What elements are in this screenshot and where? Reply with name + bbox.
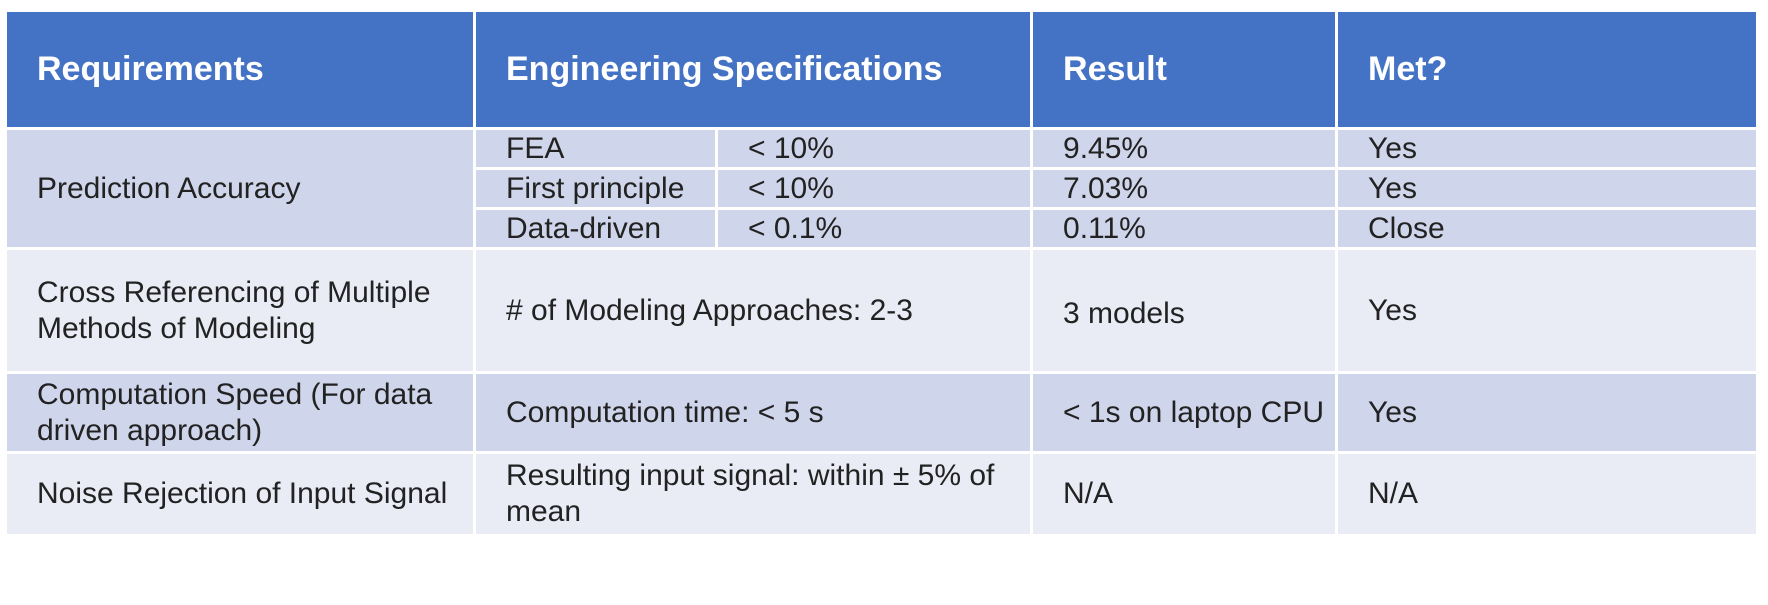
spec-cell: # of Modeling Approaches: 2-3 xyxy=(472,247,1034,374)
requirement-cell: Prediction Accuracy xyxy=(4,127,476,250)
met-cell: Yes xyxy=(1335,371,1760,454)
table-row: Prediction Accuracy FEA < 10% 9.45% Yes xyxy=(4,127,1760,250)
spec-cell: < 10% xyxy=(714,167,1034,210)
header-engineering-specifications: Engineering Specifications xyxy=(472,9,1034,130)
header-requirements: Requirements xyxy=(4,9,476,130)
result-cell: 0.11% xyxy=(1030,207,1339,250)
met-cell: N/A xyxy=(1335,451,1760,537)
table-row: Noise Rejection of Input Signal Resultin… xyxy=(4,451,1760,537)
result-cell: 3 models xyxy=(1030,247,1339,374)
method-cell: First principle xyxy=(473,167,718,210)
table-row: Computation Speed (For data driven appro… xyxy=(4,371,1760,454)
spec-cell: < 0.1% xyxy=(714,207,1034,250)
met-cell: Yes xyxy=(1335,247,1760,374)
requirements-table: Requirements Engineering Specifications … xyxy=(4,9,1760,537)
spec-cell: Computation time: < 5 s xyxy=(472,371,1034,454)
header-result: Result xyxy=(1030,9,1339,130)
header-row: Requirements Engineering Specifications … xyxy=(4,9,1760,130)
table-row: First principle < 10% 7.03% Yes xyxy=(6,167,1760,210)
table-row: Cross Referencing of Multiple Methods of… xyxy=(4,247,1760,374)
table-row: Data-driven < 0.1% 0.11% Close xyxy=(6,207,1760,250)
method-cell: FEA xyxy=(473,127,718,170)
met-cell: Close xyxy=(1335,207,1760,250)
header-met: Met? xyxy=(1335,9,1760,130)
met-cell: Yes xyxy=(1335,167,1760,210)
met-cell: Yes xyxy=(1335,127,1760,170)
result-cell: 9.45% xyxy=(1030,127,1339,170)
result-cell: N/A xyxy=(1030,451,1339,537)
requirement-cell: Noise Rejection of Input Signal xyxy=(4,451,476,537)
result-cell: 7.03% xyxy=(1030,167,1339,210)
requirement-cell: Cross Referencing of Multiple Methods of… xyxy=(4,247,476,374)
method-cell: Data-driven xyxy=(473,207,718,250)
spec-cell: Resulting input signal: within ± 5% of m… xyxy=(472,451,1034,537)
spec-cell: < 10% xyxy=(714,127,1034,170)
requirement-cell: Computation Speed (For data driven appro… xyxy=(4,371,476,454)
result-cell: < 1s on laptop CPU xyxy=(1030,371,1339,454)
